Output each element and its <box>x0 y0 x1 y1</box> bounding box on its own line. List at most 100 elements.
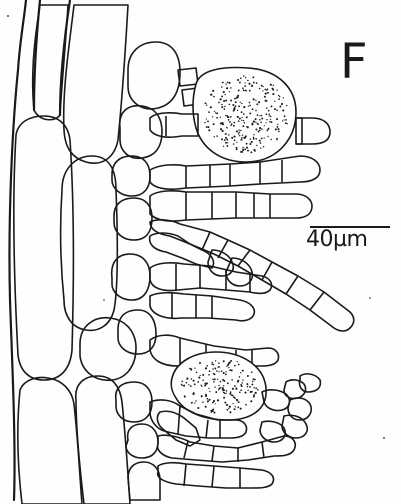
stipple-dot <box>222 130 224 132</box>
stipple-dot <box>251 391 253 393</box>
stipple-dot <box>233 136 235 138</box>
stipple-dot <box>278 131 280 133</box>
stipple-dot <box>230 116 232 118</box>
stipple-dot <box>242 125 244 127</box>
stipple-dot <box>254 387 255 388</box>
stipple-dot <box>226 87 228 89</box>
stipple-dot <box>231 369 232 370</box>
stipple-dot <box>240 102 241 103</box>
stipple-dot <box>272 88 274 90</box>
stipple-dot <box>257 389 259 391</box>
stipple-dot <box>202 379 204 381</box>
stipple-dot <box>250 139 251 140</box>
stipple-dot <box>226 145 228 147</box>
stipple-dot <box>206 104 207 105</box>
lower-sporangium <box>150 335 279 420</box>
stipple-dot <box>247 390 248 391</box>
stipple-dot <box>223 146 224 147</box>
stipple-dot <box>258 101 260 103</box>
stipple-dot <box>255 121 256 122</box>
stipple-dot <box>257 114 259 116</box>
stipple-dot <box>217 366 219 368</box>
stipple-dot <box>234 365 236 367</box>
stipple-dot <box>255 110 257 112</box>
stipple-dot <box>264 89 266 91</box>
stipple-dot <box>214 368 215 369</box>
stipple-dot <box>260 122 262 124</box>
stipple-dot <box>249 143 251 145</box>
stipple-dot <box>208 129 210 131</box>
stipple-dot <box>215 112 216 113</box>
stipple-dot <box>184 395 186 397</box>
stipple-dot <box>255 151 256 152</box>
stipple-dot <box>206 118 207 119</box>
stipple-dot <box>240 384 242 386</box>
stipple-dot <box>224 139 226 141</box>
stipple-dot <box>222 379 224 381</box>
stipple-dot <box>251 371 253 373</box>
stipple-dot <box>238 120 240 122</box>
stipple-dot <box>250 400 252 402</box>
stipple-dot <box>212 116 213 117</box>
stipple-dot <box>243 137 245 139</box>
stipple-dot <box>263 86 264 87</box>
stipple-dot <box>246 116 248 118</box>
stipple-dot <box>225 83 227 85</box>
stipple-dot <box>257 123 259 125</box>
stipple-dot <box>225 137 227 139</box>
stipple-dot <box>200 384 201 385</box>
stipple-dot <box>241 111 243 113</box>
stipple-dot <box>255 392 257 394</box>
stipple-dot <box>283 97 284 98</box>
stipple-dot <box>224 106 225 107</box>
stipple-dot <box>276 110 278 112</box>
stipple-dot <box>237 400 239 402</box>
stipple-dot <box>254 379 256 381</box>
stipple-dot <box>234 105 236 107</box>
stipple-dot <box>209 391 210 392</box>
stipple-dot <box>207 126 209 128</box>
stipple-dot <box>230 391 232 393</box>
stipple-dot <box>190 385 192 387</box>
stipple-dot <box>212 90 214 92</box>
stipple-dot <box>253 82 255 84</box>
stipple-dot <box>189 368 191 370</box>
stipple-dot <box>218 362 220 364</box>
stipple-dot <box>206 398 208 400</box>
stipple-dot <box>252 381 253 382</box>
stipple-dot <box>276 138 278 140</box>
stipple-dot <box>237 407 239 409</box>
stipple-dot <box>265 122 266 123</box>
stipple-dot <box>213 364 215 366</box>
stipple-dot <box>225 94 226 95</box>
stipple-dot <box>277 124 278 125</box>
stipple-dot <box>267 92 269 94</box>
stipple-dot <box>246 143 248 145</box>
stipple-dot <box>243 120 244 121</box>
stipple-dot <box>237 110 238 111</box>
stipple-dot <box>244 85 246 87</box>
stipple-dot <box>234 385 236 387</box>
stipple-dot <box>234 109 235 110</box>
stipple-dot <box>278 98 280 100</box>
cortical-cells <box>112 42 180 500</box>
stipple-dot <box>232 104 234 106</box>
stipple-dot <box>255 100 256 101</box>
stipple-dot <box>283 119 284 120</box>
stipple-dot <box>245 90 247 92</box>
stipple-dot <box>268 128 270 130</box>
stipple-dot <box>201 395 203 397</box>
stipple-dot <box>228 116 229 117</box>
stipple-dot <box>282 120 283 121</box>
stipple-dot <box>234 397 236 399</box>
stipple-dot <box>238 89 240 91</box>
stipple-dot <box>245 392 247 394</box>
stipple-dot <box>228 119 230 121</box>
stipple-dot <box>197 407 199 409</box>
stipple-dot <box>202 401 204 403</box>
stipple-dot <box>268 113 270 115</box>
stipple-dot <box>260 147 261 148</box>
stipple-dot <box>269 115 270 116</box>
stipple-dot <box>242 370 244 372</box>
